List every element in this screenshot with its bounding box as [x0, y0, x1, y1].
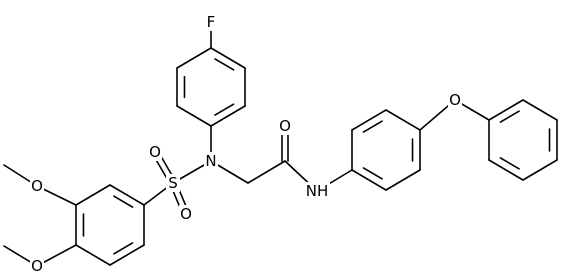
bond-CH2-CO — [247, 160, 286, 184]
bond-p2-p3 — [385, 169, 421, 191]
bond-b1-b2 — [109, 184, 145, 206]
aromatic-double-bond-b1-b2 — [113, 195, 134, 208]
aromatic-double-bond-q1-q2 — [499, 110, 520, 123]
bond-q4-q5 — [522, 159, 558, 181]
aromatic-double-bond-p5-p6 — [362, 120, 383, 133]
svg-text:N: N — [205, 152, 216, 170]
sulfonyl-nitrogen-atom: N — [204, 152, 218, 170]
bond-b2-b3 — [75, 184, 111, 206]
svg-text:O: O — [31, 177, 43, 195]
svg-text:O: O — [180, 205, 192, 223]
bond-p4-p5 — [385, 109, 421, 131]
svg-text:O: O — [31, 257, 43, 275]
bond-q5-q6 — [488, 159, 524, 181]
svg-text:NH: NH — [306, 182, 329, 200]
bond-b5-b6 — [109, 244, 145, 266]
amide-nitrogen: NH — [304, 182, 330, 200]
aromatic-double-bond-b5-b6 — [113, 242, 134, 255]
aromatic-double-bond-q5-q6 — [499, 157, 520, 170]
ether-oxygen: O — [448, 91, 462, 109]
atom-label-layer: F N S O O O O O — [30, 13, 462, 275]
sulfur-atom: S — [166, 174, 180, 192]
bond-q1-q2 — [488, 99, 524, 121]
svg-text:O: O — [279, 117, 291, 135]
aromatic-double-bond-f1-f2 — [214, 58, 235, 71]
svg-text:O: O — [149, 143, 161, 161]
bond-q2-q3 — [522, 99, 558, 121]
svg-text:O: O — [449, 91, 461, 109]
bond-b4-b5 — [75, 244, 111, 266]
methoxy-oxygen-4: O — [30, 257, 44, 275]
svg-text:F: F — [207, 13, 216, 31]
bond-f6-f1 — [176, 47, 212, 69]
aromatic-double-bond-p1-p2 — [362, 167, 383, 180]
methoxy-oxygen-3: O — [30, 177, 44, 195]
sulfonyl-oxygen-top: O — [148, 143, 162, 161]
fluorine-atom: F — [204, 13, 218, 31]
bond-f4-f5 — [176, 105, 212, 127]
bond-f3-f4 — [210, 105, 246, 127]
bond-p5-p6 — [351, 109, 387, 131]
aromatic-double-bond-f3-f4 — [214, 103, 235, 116]
bond-p1-p2 — [351, 169, 387, 191]
bond-f1-f2 — [210, 47, 246, 69]
sulfonyl-oxygen-bottom: O — [179, 205, 193, 223]
bond-layer — [3, 21, 558, 267]
carbonyl-oxygen: O — [278, 117, 292, 135]
svg-text:S: S — [168, 174, 178, 192]
